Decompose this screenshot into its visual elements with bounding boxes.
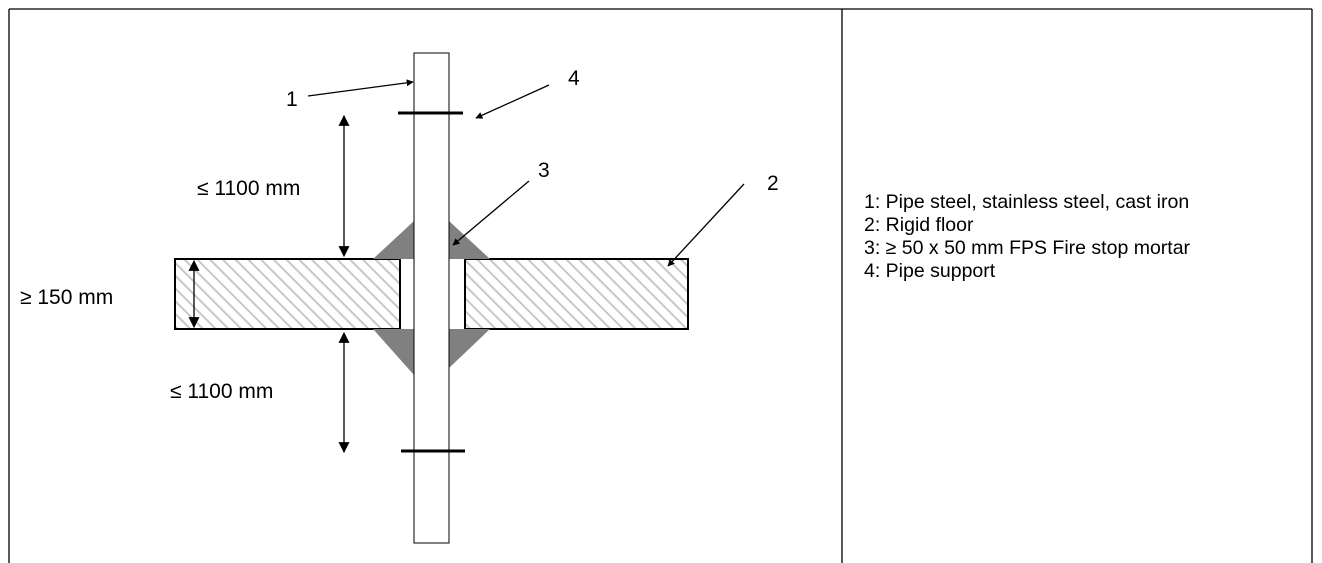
callout-label-3: 3 [538,159,550,182]
floor-slab-left [174,258,401,330]
dimension-label-above: ≤ 1100 mm [197,177,300,200]
mortar-top-right [449,221,490,259]
callout-arrow-3 [452,180,530,246]
callout-label-1: 1 [286,88,298,111]
callout-label-2: 2 [767,172,779,195]
pipe [413,52,450,544]
legend-item-floor: 2: Rigid floor [864,214,974,236]
callout-arrow-2 [667,183,745,267]
callout-label-4: 4 [568,67,580,90]
legend-item-support: 4: Pipe support [864,260,996,282]
mortar-top-left [373,221,414,259]
legend-item-mortar: 3: ≥ 50 x 50 mm FPS Fire stop mortar [864,237,1191,259]
floor-slab-right [464,258,689,330]
dimension-label-below: ≤ 1100 mm [170,380,273,403]
legend-item-pipe: 1: Pipe steel, stainless steel, cast iro… [864,191,1190,213]
legend: 1: Pipe steel, stainless steel, cast iro… [864,191,1314,283]
mortar-bottom-left [373,329,414,375]
callout-arrow-4 [475,84,550,119]
callout-arrow-1 [307,79,414,97]
dimension-label-thickness: ≥ 150 mm [20,286,113,309]
mortar-bottom-right [449,329,490,368]
